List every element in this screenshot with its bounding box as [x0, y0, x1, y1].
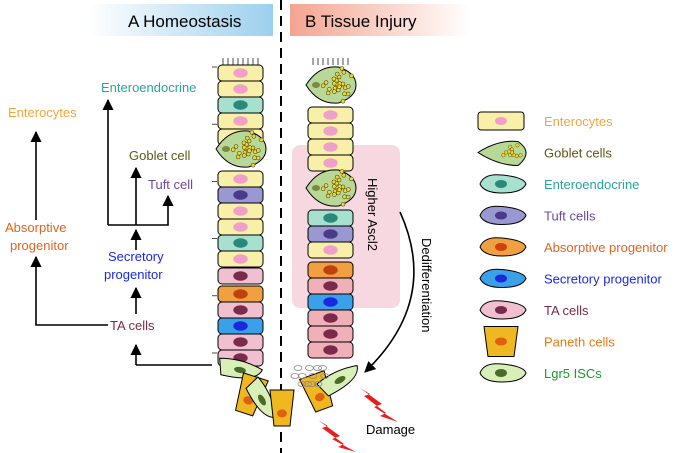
enteroendocrine-cell: [307, 209, 354, 227]
enteroendocrine-cell: [217, 96, 264, 114]
label-absorptive-2: progenitor: [10, 238, 69, 253]
cell-debris: [304, 365, 314, 371]
absorptive-progenitor-cell: [217, 285, 264, 303]
enterocyte-cell: [217, 218, 264, 236]
label-goblet: Goblet cell: [129, 148, 191, 163]
legend-label: Absorptive progenitor: [544, 240, 668, 255]
lgr5-isc-cell: [219, 357, 264, 379]
enterocyte-cell: [217, 80, 264, 98]
secretory-progenitor-cell: [307, 293, 354, 311]
cell-debris: [308, 373, 318, 379]
cell-debris: [313, 381, 323, 387]
crypt-base: [219, 357, 358, 427]
label-tuft: Tuft cell: [148, 177, 193, 192]
enteroendocrine-icon: [479, 174, 527, 194]
goblet-cell: [305, 66, 357, 104]
cell-debris: [290, 373, 300, 379]
panel-b-header: [290, 4, 470, 36]
damage-bolt-icon-2: [318, 420, 356, 452]
label-dedifferentiation: Dedifferentiation: [419, 238, 434, 332]
legend-label: TA cells: [544, 303, 589, 318]
enterocyte-cell: [307, 122, 354, 140]
ta-cell: [307, 325, 354, 343]
absorptive-progenitor-icon: [479, 237, 527, 257]
ta-cell: [217, 301, 264, 319]
enterocyte-cell: [217, 202, 264, 220]
panel-b-title: B Tissue Injury: [305, 12, 417, 31]
paneth-cell: [269, 389, 295, 427]
label-secretory-2: progenitor: [104, 267, 163, 282]
cell-debris: [318, 365, 327, 371]
legend-label: Goblet cells: [544, 146, 612, 161]
label-higher-ascl2: Higher Ascl2: [365, 178, 380, 251]
label-absorptive-1: Absorptive: [5, 220, 66, 235]
tuft-cell: [217, 186, 264, 204]
panel-a-header: [88, 4, 273, 36]
enterocyte-cell: [307, 154, 354, 172]
ta-cell: [217, 267, 264, 285]
legend-label: Tuft cells: [544, 209, 596, 224]
enterocyte-cell: [217, 170, 264, 188]
cell-debris: [313, 365, 323, 371]
ta-cell: [307, 309, 354, 327]
enterocyte-cell: [307, 138, 354, 156]
crypt-left-column: [212, 58, 267, 367]
ta-cell-icon: [479, 300, 527, 320]
cell-debris: [297, 381, 307, 387]
absorptive-progenitor-cell: [307, 261, 354, 279]
lgr5-isc-cell: [316, 364, 358, 397]
tuft-cell: [307, 225, 354, 243]
enteroendocrine-cell: [217, 234, 264, 252]
crypt-right-column: [305, 58, 357, 359]
label-damage: Damage: [366, 422, 415, 437]
goblet-cell: [305, 169, 357, 207]
legend-label: Enteroendocrine: [544, 177, 639, 192]
label-enteroendocrine: Enteroendocrine: [101, 80, 196, 95]
panel-a-title: A Homeostasis: [128, 12, 241, 31]
cell-debris: [293, 365, 303, 371]
ta-cell: [217, 333, 264, 351]
paneth-cell-icon: [483, 326, 519, 357]
enterocyte-cell: [217, 250, 264, 268]
secretory-progenitor-cell: [217, 317, 264, 335]
cell-debris: [303, 381, 313, 387]
goblet-cell-icon: [477, 140, 527, 167]
lineage-arrows: [30, 98, 415, 373]
cell-debris: [320, 373, 330, 379]
damage-bolt-icon-1: [360, 388, 398, 422]
lgr5-isc-icon: [479, 363, 527, 383]
cell-debris: [307, 381, 317, 387]
enterocyte-icon: [477, 111, 525, 131]
legend-label: Secretory progenitor: [544, 272, 662, 287]
enterocyte-cell: [217, 112, 264, 130]
enterocyte-cell: [217, 64, 264, 82]
legend-label: Paneth cells: [544, 335, 615, 350]
enterocyte-cell: [307, 241, 354, 259]
ta-cell: [307, 277, 354, 295]
secretory-progenitor-icon: [479, 268, 527, 289]
label-secretory-1: Secretory: [108, 249, 164, 264]
label-ta: TA cells: [110, 318, 155, 333]
goblet-cell: [215, 130, 267, 168]
cell-debris: [297, 373, 307, 379]
label-enterocytes: Enterocytes: [8, 105, 77, 120]
ta-cell: [307, 341, 354, 359]
tuft-cell-icon: [479, 205, 527, 226]
legend-label: Enterocytes: [544, 114, 613, 129]
legend-label: Lgr5 ISCs: [544, 366, 602, 381]
enterocyte-cell: [307, 106, 354, 124]
